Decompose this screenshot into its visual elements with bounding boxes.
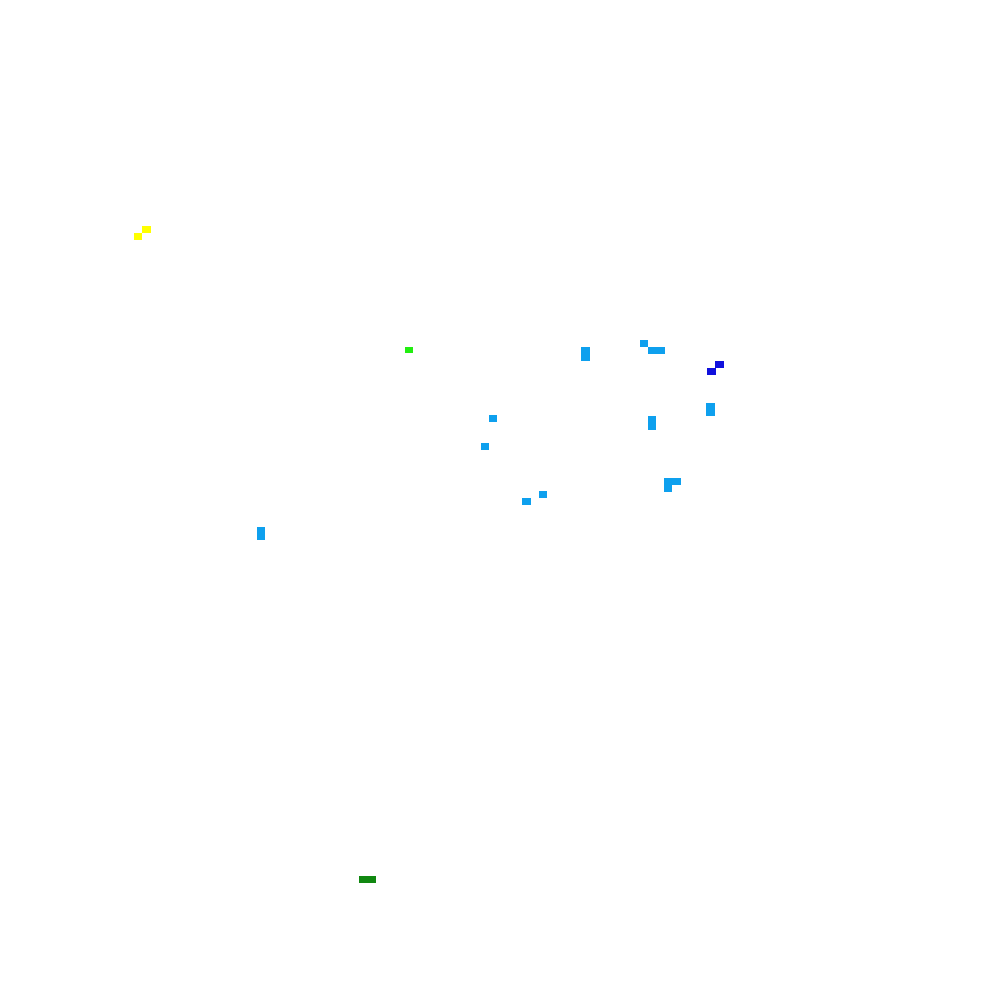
- lime-marker-block: [405, 347, 413, 353]
- blue-cluster-block: [489, 415, 497, 422]
- blue-cluster-block: [648, 347, 665, 354]
- dark-blue-cluster-block: [715, 361, 724, 368]
- yellow-cluster-block: [142, 226, 151, 233]
- blue-cluster-block: [257, 527, 265, 540]
- blue-cluster-block: [706, 403, 715, 416]
- blue-cluster-block: [648, 416, 656, 430]
- blue-cluster-block: [640, 340, 648, 347]
- blue-cluster-block: [522, 498, 531, 505]
- blue-cluster-block: [664, 485, 672, 492]
- dark-blue-cluster-block: [707, 368, 716, 375]
- blue-cluster-block: [581, 347, 590, 361]
- yellow-cluster-block: [134, 233, 142, 240]
- blue-cluster-block: [664, 478, 681, 485]
- green-bar-block: [359, 876, 376, 883]
- blue-cluster-block: [481, 443, 489, 450]
- blue-cluster-block: [539, 491, 547, 498]
